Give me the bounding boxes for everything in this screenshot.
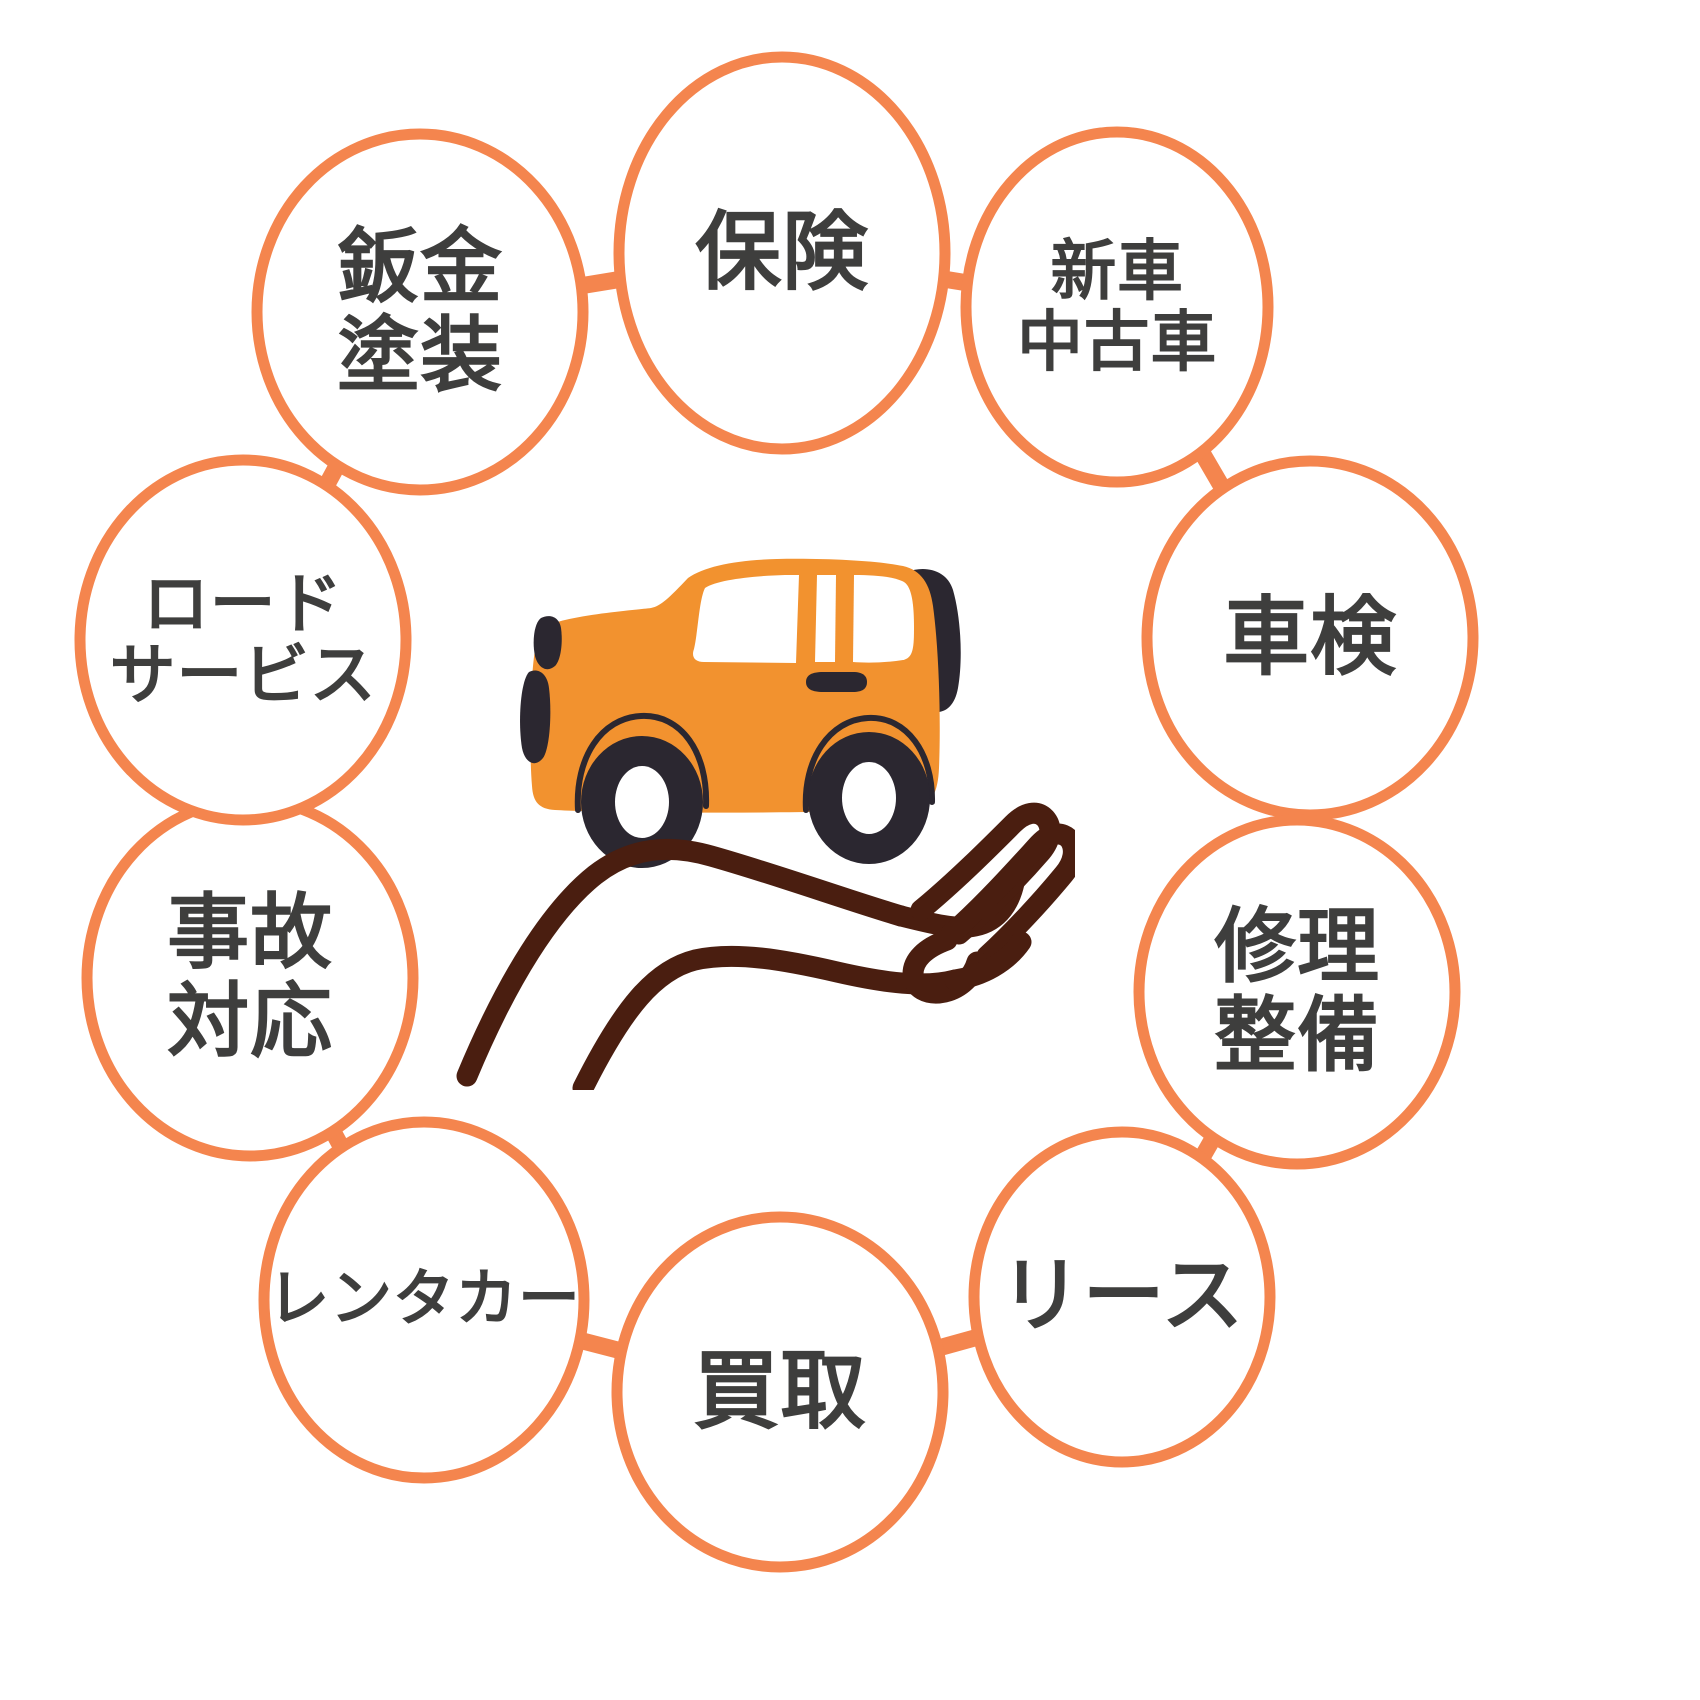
car-window-middle xyxy=(815,575,836,662)
circle-layer xyxy=(74,51,1479,1573)
node-circle-kaitori[interactable] xyxy=(611,1211,949,1573)
hand-middle-finger xyxy=(940,823,1075,967)
car-front-hub xyxy=(615,766,669,838)
hand-graphic xyxy=(456,802,1075,1090)
node-circle-shinsha[interactable] xyxy=(960,126,1274,488)
hand-ring-finger xyxy=(944,931,1032,991)
hand-arm-lower-edge xyxy=(572,945,966,1090)
node-circle-rentacar[interactable] xyxy=(258,1116,590,1484)
car-rear-hub xyxy=(842,762,896,834)
car-door-handle xyxy=(806,672,867,692)
car-headlight-lower xyxy=(520,670,551,764)
node-circle-road[interactable] xyxy=(74,454,412,826)
car-on-hand-illustration xyxy=(456,558,1075,1090)
car-front-wheel-arch xyxy=(574,712,710,813)
car-window-front xyxy=(693,575,799,663)
node-circle-bankin[interactable] xyxy=(251,128,589,496)
node-circle-shaken[interactable] xyxy=(1141,455,1479,821)
car-headlight-upper xyxy=(533,616,562,670)
car-rear-wheel-arch xyxy=(802,714,936,813)
node-circle-hoken[interactable] xyxy=(613,51,951,455)
node-circle-lease[interactable] xyxy=(968,1126,1276,1468)
hand-palm-upper-edge xyxy=(456,838,912,1087)
node-circle-shuri[interactable] xyxy=(1133,814,1461,1170)
car-graphic xyxy=(520,558,961,868)
car-window-rear xyxy=(853,575,914,663)
node-circle-jiko[interactable] xyxy=(81,794,419,1162)
